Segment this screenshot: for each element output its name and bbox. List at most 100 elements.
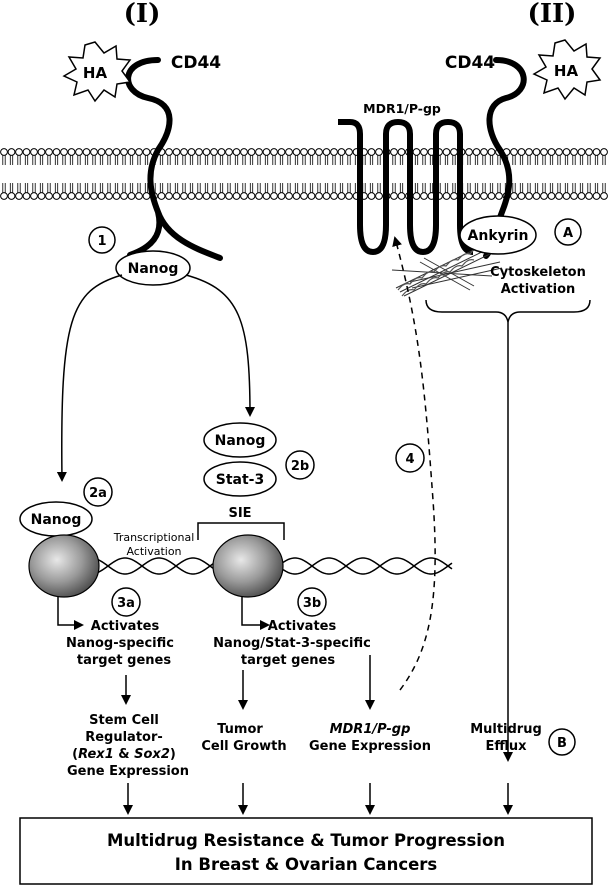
lipid-tail [69, 155, 74, 165]
lipid-tail [294, 183, 299, 193]
stem-line4: Gene Expression [67, 764, 189, 779]
lipid-tail [144, 183, 149, 193]
lipid-tail [189, 155, 194, 165]
lipid-head [585, 148, 593, 156]
step-a-badge [554, 218, 582, 246]
lipid-head [37, 148, 46, 156]
lipid-head [277, 192, 286, 200]
lipid-head [375, 148, 383, 156]
lipid-head [345, 148, 353, 156]
lipid-head [112, 192, 121, 200]
lipid-tail [587, 155, 591, 165]
lipid-head [330, 148, 338, 156]
lipid-head [232, 192, 241, 200]
step-2a-badge [83, 477, 113, 507]
stat3-2b-label: Stat-3 [216, 472, 264, 488]
lipid-tail [47, 155, 51, 165]
panel-label-right: (II) [528, 0, 577, 29]
lipid-head [472, 148, 481, 156]
stem-line2: Regulator- [85, 730, 163, 745]
lipid-tail [159, 183, 164, 193]
lipid-tail [77, 183, 81, 193]
lipid-tail [309, 155, 314, 165]
lipid-tail [392, 183, 396, 193]
lipid-tail [204, 183, 209, 193]
lipid-head [165, 148, 173, 156]
lipid-head [67, 148, 76, 156]
lipid-tail [137, 155, 141, 165]
lipid-tail [249, 183, 254, 193]
lipid-head [472, 192, 481, 200]
lipid-tail [399, 183, 404, 193]
mdr1-pgp-label: MDR1/P-gp [363, 101, 441, 116]
lipid-head [442, 192, 451, 200]
lipid-head [0, 192, 8, 200]
step-a-label: A [563, 226, 573, 241]
step-b-label: B [557, 736, 567, 751]
lipid-tail [579, 183, 584, 193]
lipid-tail [512, 155, 516, 165]
lipid-tail [519, 155, 524, 165]
lipid-tail [377, 155, 381, 165]
lipid-head [82, 192, 91, 200]
step-2a-label: 2a [89, 486, 107, 501]
lipid-tail [347, 183, 351, 193]
lipid-head [7, 148, 16, 156]
activates-b-line3: target genes [241, 653, 335, 668]
lipid-tail [594, 183, 599, 193]
lipid-tail [39, 183, 44, 193]
lipid-tail [512, 183, 516, 193]
lipid-tail [467, 155, 471, 165]
nanog-membrane [115, 250, 191, 286]
lipid-tail [47, 183, 51, 193]
ankyrin-ellipse [459, 215, 537, 255]
lipid-tail [69, 183, 74, 193]
arrow-nuc-right [241, 597, 270, 630]
lipid-head [577, 148, 586, 156]
lipid-head [532, 192, 541, 200]
lipid-tail [534, 183, 539, 193]
lipid-head [367, 192, 376, 200]
lipid-head [570, 148, 578, 156]
lipid-head [600, 192, 608, 200]
lipid-head [487, 192, 496, 200]
cytoskeleton-filaments [391, 243, 503, 297]
lipid-head [210, 192, 218, 200]
panel-label-left: (I) [124, 0, 161, 29]
lipid-tail [257, 183, 261, 193]
lipid-head [547, 192, 556, 200]
lipid-tail [429, 183, 434, 193]
lipid-tail [519, 183, 524, 193]
lipid-tail [174, 183, 179, 193]
lipid-tail [24, 155, 29, 165]
lipid-tail [467, 183, 471, 193]
lipid-tail [399, 155, 404, 165]
stem-line3-open: ( [72, 747, 78, 762]
lipid-head [315, 148, 323, 156]
lipid-head [345, 192, 353, 200]
lipid-tail [182, 155, 186, 165]
lipid-tail [159, 155, 164, 165]
lipid-tail [429, 155, 434, 165]
step-3b-badge [297, 587, 327, 617]
lipid-head [337, 148, 346, 156]
lipid-head [180, 148, 188, 156]
lipid-head [195, 148, 203, 156]
step-2b-badge [285, 450, 315, 480]
lipid-tail [9, 155, 14, 165]
lipid-head [495, 192, 503, 200]
stem-rex1: Rex1 [78, 747, 114, 762]
lipid-head [262, 192, 271, 200]
step-1-badge [88, 226, 116, 254]
lipid-head [0, 148, 8, 156]
lipid-head [210, 148, 218, 156]
lipid-tail [332, 155, 336, 165]
lipid-tail [527, 155, 531, 165]
lipid-head [30, 192, 38, 200]
lipid-head [120, 192, 128, 200]
lipid-head [315, 192, 323, 200]
lipid-head [240, 192, 248, 200]
lipid-tail [549, 183, 554, 193]
lipid-tail [219, 155, 224, 165]
lipid-tail [182, 183, 186, 193]
